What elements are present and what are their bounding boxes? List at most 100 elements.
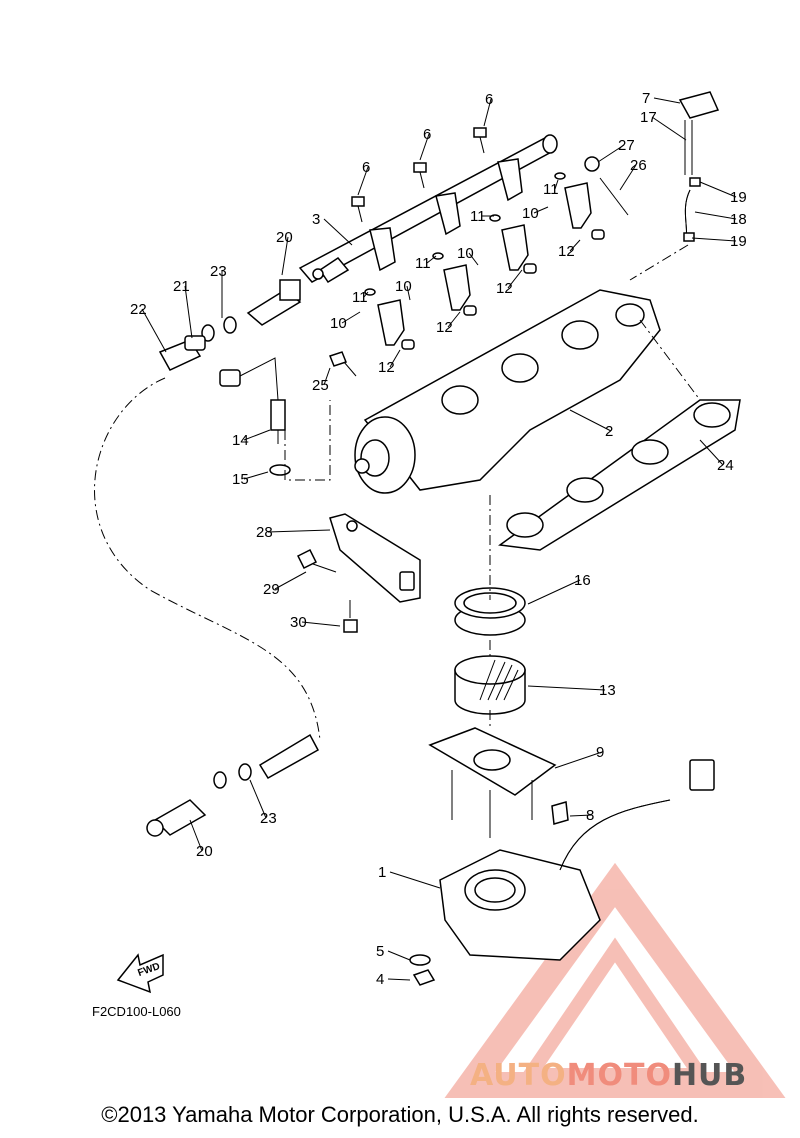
callout-leader-11: [363, 291, 369, 298]
callout-number-10: 10: [522, 205, 539, 222]
watermark-part2: MOTO: [566, 1058, 672, 1093]
callout-leader-6: [419, 133, 430, 161]
callout-number-21: 21: [173, 278, 190, 295]
callout-leader-11: [554, 179, 559, 190]
callout-leader-26: [619, 164, 637, 191]
forward-direction-arrow: FWD: [116, 953, 164, 994]
callout-leader-12: [569, 239, 581, 252]
callout-number-16: 16: [574, 572, 591, 589]
callout-leader-22: [141, 308, 167, 353]
callout-number-15: 15: [232, 471, 249, 488]
intake-screen: [454, 655, 526, 715]
callout-number-9: 9: [596, 744, 604, 761]
callout-leader-11: [426, 255, 437, 264]
callout-number-12: 12: [436, 319, 453, 336]
intake-spacer-ring: [454, 587, 526, 636]
callout-number-22: 22: [130, 301, 147, 318]
throttle-body: [409, 759, 715, 986]
pressure-sensor-and-hose: [678, 91, 720, 242]
callout-leader-17: [651, 116, 687, 141]
watermark-part3: HUB: [671, 1058, 748, 1093]
callout-number-14: 14: [232, 432, 249, 449]
bolt-26-and-clip-27: [584, 156, 629, 216]
copyright-notice: ©2013 Yamaha Motor Corporation, U.S.A. A…: [101, 1102, 699, 1127]
callout-number-11: 11: [352, 289, 368, 306]
watermark-logo-triangle: [444, 862, 786, 1098]
watermark-part1: AUTO: [470, 1058, 567, 1093]
callout-leader-1: [389, 871, 441, 889]
callout-leader-14: [243, 429, 271, 441]
lower-wiring-connector: [146, 733, 320, 837]
callout-number-27: 27: [618, 137, 635, 154]
callout-number-8: 8: [586, 807, 594, 824]
callout-leader-3: [323, 218, 353, 246]
callout-number-10: 10: [395, 278, 412, 295]
watermark-text: AUTOMOTOHUB: [470, 1058, 747, 1093]
callout-number-11: 11: [470, 208, 486, 225]
callout-leader-5: [387, 950, 411, 961]
callout-number-1: 1: [378, 864, 386, 881]
callout-leader-12: [389, 349, 401, 368]
callout-number-12: 12: [558, 243, 575, 260]
callout-number-5: 5: [376, 943, 384, 960]
callout-number-6: 6: [423, 126, 431, 143]
callout-number-20: 20: [276, 229, 293, 246]
wiring-harness-path: [94, 377, 321, 741]
bracket: [329, 513, 421, 603]
callout-leader-19: [691, 237, 737, 242]
callout-number-6: 6: [485, 91, 493, 108]
bolts-25-29-30: [296, 351, 358, 633]
callout-leader-30: [301, 621, 341, 627]
rail-bolts: [351, 127, 487, 223]
manifold-gasket: [498, 399, 741, 551]
callout-leader-18: [694, 211, 737, 220]
callout-leader-19: [699, 181, 737, 198]
callout-leader-29: [274, 571, 307, 590]
callout-leader-20: [189, 819, 203, 852]
callout-leader-12: [507, 269, 523, 289]
callout-leader-8: [569, 814, 593, 817]
callout-leader-4: [387, 978, 411, 981]
callout-leader-10: [406, 285, 411, 301]
callout-leader-2: [569, 409, 612, 432]
fuel-rail: [298, 134, 558, 284]
callout-number-7: 7: [642, 90, 650, 107]
callout-leader-10: [341, 311, 361, 324]
callout-leader-10: [468, 252, 479, 266]
callout-number-19: 19: [730, 189, 747, 206]
callout-number-10: 10: [330, 315, 347, 332]
callout-leader-9: [554, 751, 603, 769]
callout-leader-16: [527, 579, 581, 605]
callout-leader-15: [243, 471, 269, 480]
callout-number-2: 2: [605, 423, 613, 440]
callout-number-18: 18: [730, 211, 747, 228]
callout-leader-21: [184, 285, 193, 339]
callout-number-20: 20: [196, 843, 213, 860]
callout-number-28: 28: [256, 524, 273, 541]
callout-number-10: 10: [457, 245, 474, 262]
callout-number-13: 13: [599, 682, 616, 699]
callout-number-3: 3: [312, 211, 320, 228]
alignment-lines: [284, 244, 701, 730]
callout-leader-24: [699, 439, 724, 466]
callout-number-11: 11: [543, 181, 559, 198]
callout-number-4: 4: [376, 971, 384, 988]
callout-number-30: 30: [290, 614, 307, 631]
callout-leader-6: [483, 98, 492, 127]
callout-number-26: 26: [630, 157, 647, 174]
temperature-sensor: [219, 357, 291, 476]
callout-leader-6: [357, 166, 369, 196]
throttle-plate: [428, 727, 569, 838]
callout-leader-20: [281, 236, 289, 276]
callout-number-12: 12: [496, 280, 513, 297]
upper-wiring-connector: [158, 279, 302, 371]
fuel-injectors: [377, 182, 592, 346]
callout-number-17: 17: [640, 109, 657, 126]
callout-number-23: 23: [210, 263, 227, 280]
callout-number-6: 6: [362, 159, 370, 176]
callout-number-25: 25: [312, 377, 329, 394]
callout-number-24: 24: [717, 457, 734, 474]
callout-leader-25: [323, 367, 331, 386]
